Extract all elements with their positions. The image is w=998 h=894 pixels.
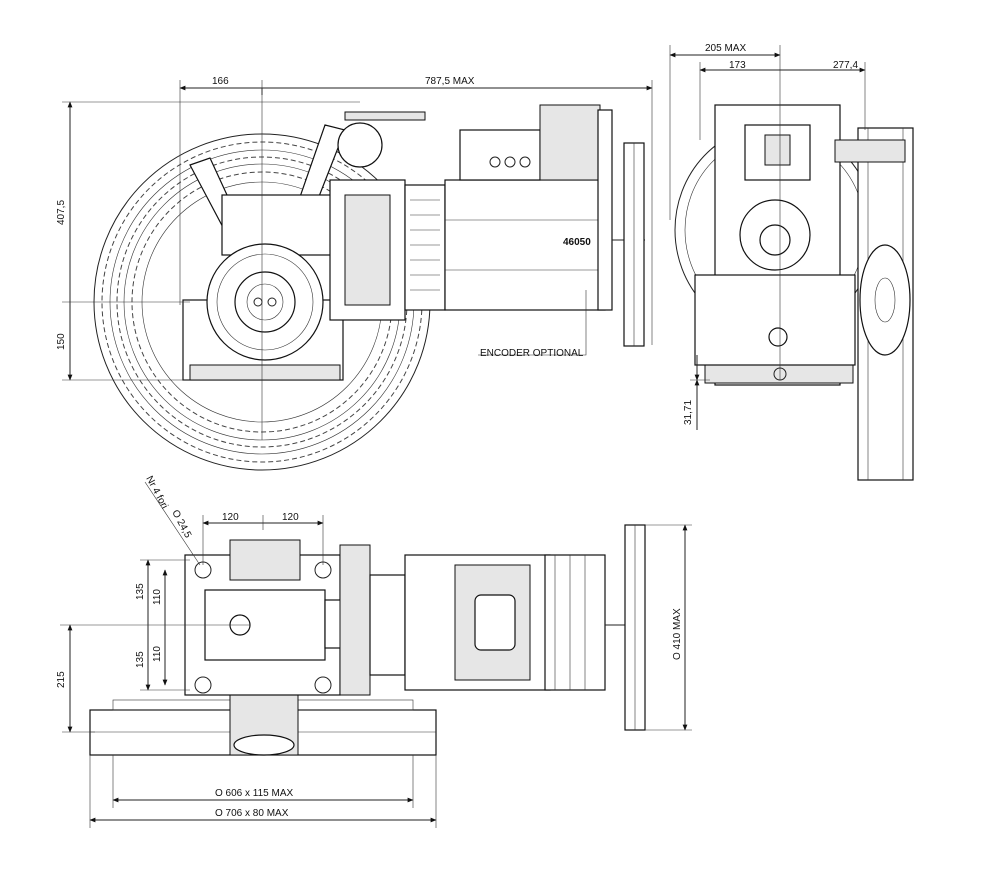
motor-side	[444, 104, 645, 347]
dim-173: 173	[729, 60, 746, 71]
side-view: 46050 166 787,5 MAX 407,5 150 ENCODER OP…	[56, 76, 653, 471]
dim-110-bottom: 110	[152, 646, 163, 662]
dim-166: 166	[212, 76, 229, 87]
dim-150: 150	[56, 333, 67, 350]
side-code-label: 46050	[563, 237, 591, 248]
front-view: 205 MAX 173 277,4 31,71	[669, 43, 914, 481]
dim-135-bottom: 135	[135, 651, 146, 668]
dim-407: 407,5	[56, 200, 67, 225]
dim-31: 31,71	[683, 400, 694, 425]
holes-note: Nr 4 fori	[143, 474, 169, 511]
dim-120-right: 120	[282, 512, 299, 523]
dim-215: 215	[56, 671, 67, 688]
dim-120-left: 120	[222, 512, 239, 523]
dim-135-top: 135	[135, 583, 146, 600]
dim-sheave-606: O 606 x 115 MAX	[215, 788, 294, 799]
dim-overall-length: 787,5 MAX	[425, 76, 475, 87]
encoder-label: ENCODER OPTIONAL	[480, 348, 584, 359]
coupling-ribs	[404, 184, 446, 311]
dim-205: 205 MAX	[705, 43, 746, 54]
plan-view: 120 120 Nr 4 fori O 24,5 135 110 135 110…	[56, 474, 692, 828]
dim-277: 277,4	[833, 60, 858, 71]
motor-plan	[404, 524, 646, 731]
dim-handwheel: O 410 MAX	[672, 608, 683, 660]
dim-sheave-706: O 706 x 80 MAX	[215, 808, 289, 819]
dim-110-top: 110	[152, 589, 163, 605]
